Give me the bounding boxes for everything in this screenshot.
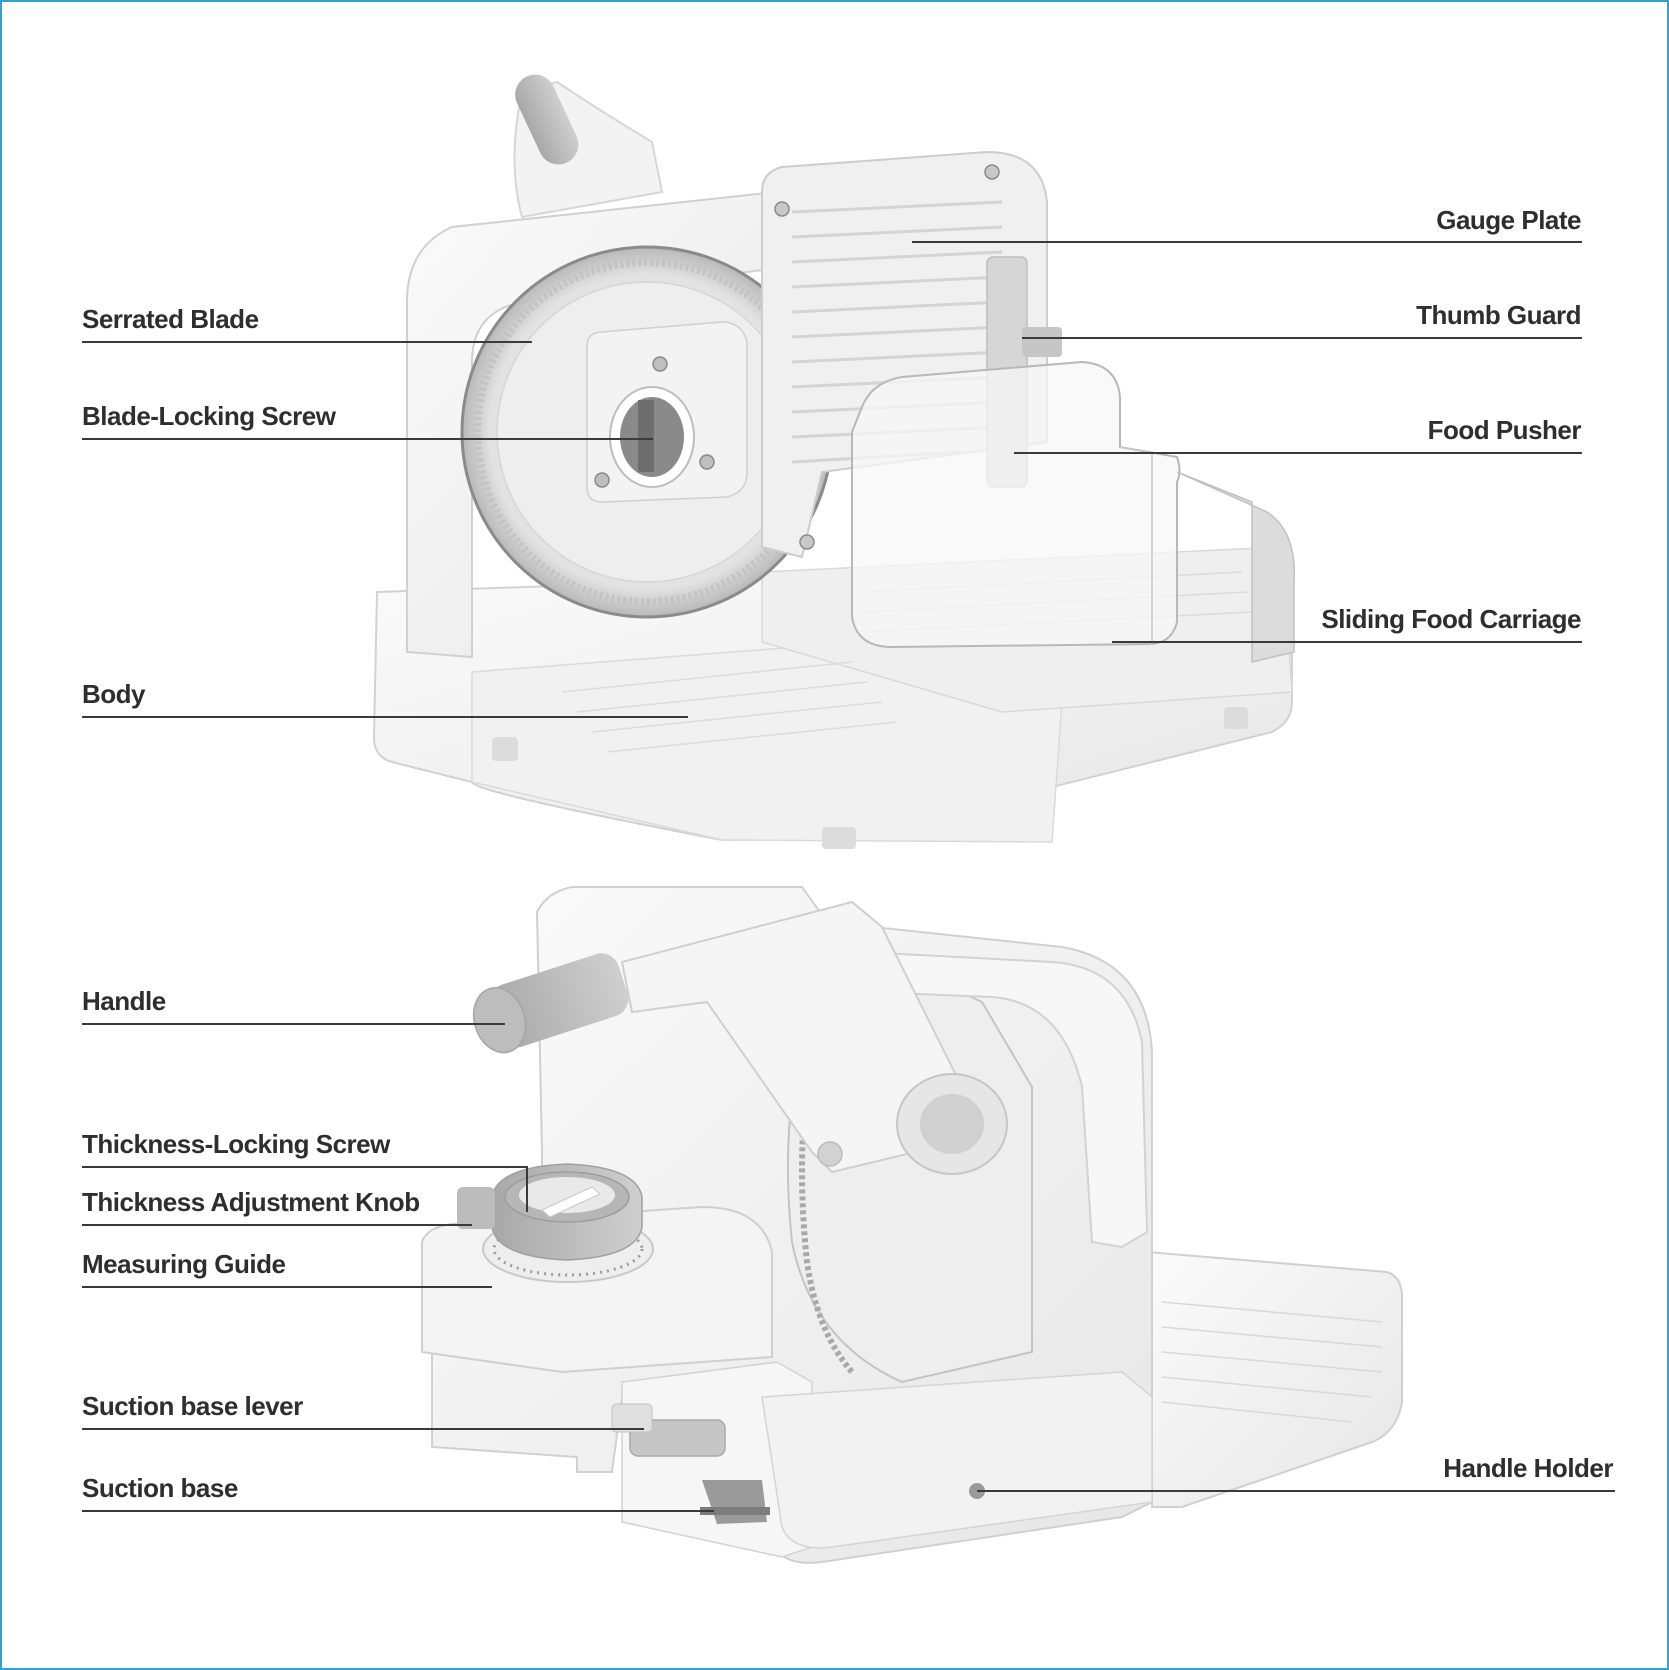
label-thickness-locking-screw: Thickness-Locking Screw bbox=[82, 1129, 390, 1159]
label-blade-locking-screw: Blade-Locking Screw bbox=[82, 401, 335, 431]
label-food-pusher: Food Pusher bbox=[1428, 415, 1581, 445]
label-body: Body bbox=[82, 679, 145, 709]
label-suction-base: Suction base bbox=[82, 1473, 238, 1503]
label-handle: Handle bbox=[82, 986, 166, 1016]
label-serrated-blade: Serrated Blade bbox=[82, 304, 259, 334]
label-thickness-adjustment-knob: Thickness Adjustment Knob bbox=[82, 1187, 420, 1217]
label-handle-holder: Handle Holder bbox=[1443, 1453, 1613, 1483]
label-sliding-food-carriage: Sliding Food Carriage bbox=[1321, 604, 1581, 634]
label-thumb-guard: Thumb Guard bbox=[1416, 300, 1581, 330]
bottom-slicer-illustration bbox=[422, 887, 1402, 1563]
top-slicer-illustration bbox=[374, 68, 1294, 849]
label-gauge-plate: Gauge Plate bbox=[1436, 205, 1581, 235]
label-measuring-guide: Measuring Guide bbox=[82, 1249, 285, 1279]
label-suction-base-lever: Suction base lever bbox=[82, 1391, 303, 1421]
